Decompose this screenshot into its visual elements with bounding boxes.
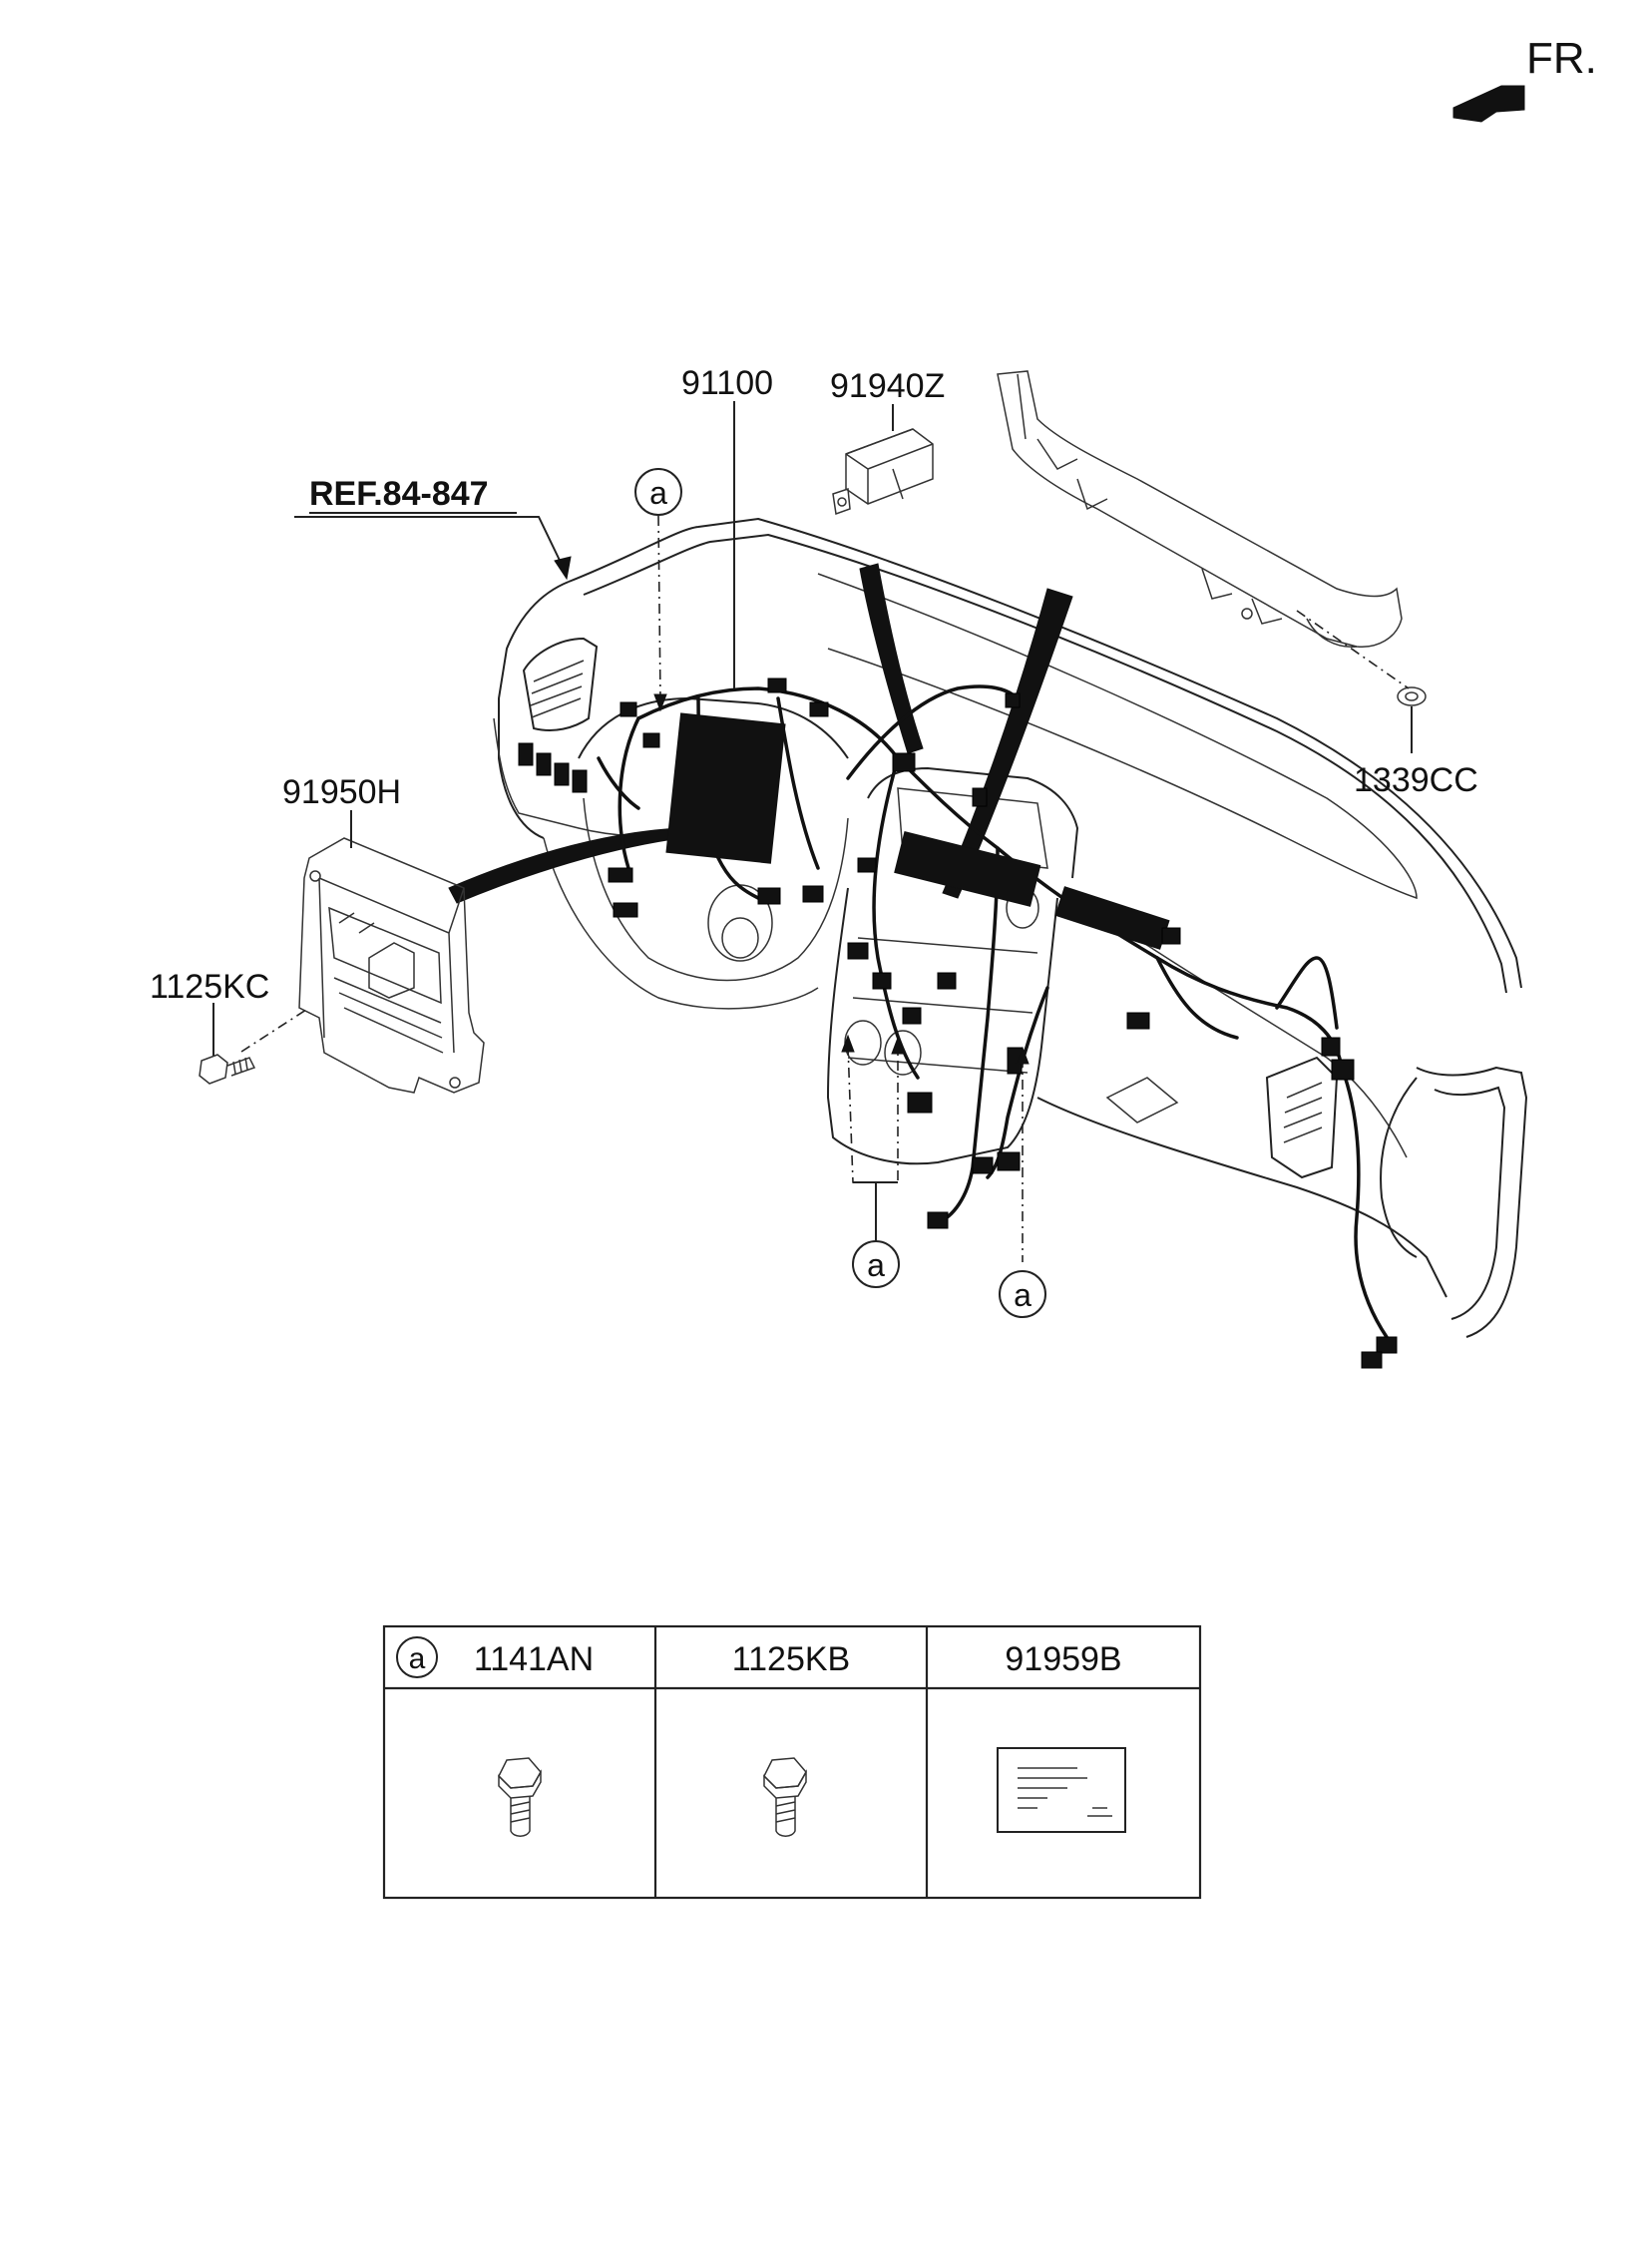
legend-col-1141an: 1141AN [474, 1640, 594, 1678]
svg-text:a: a [867, 1247, 885, 1283]
dashboard-panel [493, 517, 1528, 1338]
legend-marker-a: a [396, 1636, 438, 1678]
marker-a-right: a [999, 1270, 1046, 1318]
module-91940z [832, 428, 934, 516]
legend-table: a 1141AN 1125KB 91959B [382, 1624, 1202, 1900]
front-arrow-icon [1452, 85, 1525, 123]
svg-text:a: a [1014, 1277, 1032, 1313]
clip-1339cc [1397, 686, 1427, 753]
label-91959b-icon [997, 1747, 1126, 1833]
bolt-left-label: 1125KC [150, 968, 269, 1006]
harness-right-block [1054, 886, 1170, 950]
bolt-1125kb-icon [763, 1757, 807, 1837]
marker-a-top: a [634, 468, 682, 516]
junction-box-label: 91950H [282, 773, 401, 811]
legend-col-1125kb: 1125KB [732, 1640, 850, 1678]
bolt-1125kc [199, 1003, 256, 1085]
front-label: FR. [1526, 34, 1597, 83]
leader-lines [240, 401, 1410, 1262]
harness-center-block [894, 831, 1041, 907]
legend-col-91959b: 91959B [1005, 1640, 1121, 1678]
bolt-1141an-icon [498, 1757, 542, 1837]
svg-text:a: a [409, 1642, 426, 1675]
junction-box-91950h [298, 837, 485, 1094]
front-direction-indicator: FR. [1452, 34, 1597, 123]
ref-label: REF.84-847 [309, 475, 489, 513]
clip-right-label: 1339CC [1354, 761, 1478, 799]
cowl-crossmember [997, 370, 1403, 648]
svg-text:a: a [649, 475, 667, 511]
harness-label: 91100 [681, 364, 773, 402]
module-top-label: 91940Z [830, 367, 945, 405]
marker-a-center: a [852, 1240, 900, 1288]
harness-main-junction [665, 712, 786, 864]
harness-connectors [518, 677, 1398, 1369]
main-wiring-harness [597, 684, 1389, 1339]
